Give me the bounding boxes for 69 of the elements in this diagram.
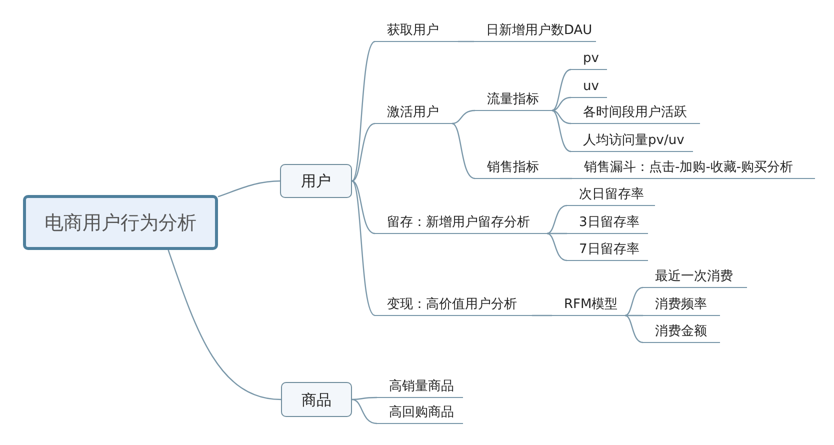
topic-text: 各时间段用户活跃 bbox=[583, 105, 687, 121]
branch-line bbox=[352, 122, 376, 182]
underlined-topic bbox=[377, 403, 463, 424]
topic-text: 最近一次消费 bbox=[655, 269, 733, 285]
topic-text: 消费金额 bbox=[655, 324, 707, 340]
topic-text: 销售漏斗：点击-加购-收藏-购买分析 bbox=[584, 160, 794, 176]
branch-line bbox=[352, 180, 376, 316]
branch-line bbox=[552, 110, 572, 124]
topic-text: 商品 bbox=[302, 390, 332, 408]
topic-text: 流量指标 bbox=[487, 92, 539, 108]
topic-box bbox=[280, 164, 352, 198]
topic-text: 电商用户行为分析 bbox=[44, 212, 196, 234]
underlined-topic bbox=[571, 103, 700, 124]
branch-line bbox=[546, 204, 568, 234]
branch-line bbox=[458, 40, 474, 42]
branch-line bbox=[552, 68, 572, 112]
topic-box bbox=[281, 382, 352, 417]
branch-line bbox=[352, 398, 378, 424]
underlined-topic bbox=[567, 240, 648, 261]
topic-text: RFM模型 bbox=[564, 297, 618, 313]
topic-text: 高回购商品 bbox=[389, 405, 454, 421]
underlined-topic bbox=[474, 21, 596, 42]
branch-line bbox=[547, 232, 567, 234]
topic-text: 消费频率 bbox=[655, 297, 707, 313]
topic-text: 高销量商品 bbox=[389, 379, 454, 395]
branch-line bbox=[624, 286, 644, 316]
branch-line bbox=[560, 178, 572, 180]
topic-text: 激活用户 bbox=[387, 105, 439, 121]
topic-text: 获取用户 bbox=[387, 23, 439, 39]
underlined-topic bbox=[377, 377, 463, 398]
topic-text: 变现：高价值用户分析 bbox=[387, 297, 517, 313]
underlined-topic bbox=[475, 90, 552, 111]
topic-text: 用户 bbox=[301, 172, 331, 190]
central-topic-box bbox=[23, 195, 218, 250]
underlined-topic bbox=[643, 322, 720, 343]
branch-line bbox=[625, 314, 643, 316]
underlined-topic bbox=[643, 295, 720, 316]
branch-line bbox=[352, 396, 377, 400]
underlined-topic bbox=[552, 295, 625, 316]
branch-line bbox=[546, 232, 568, 262]
topic-text: 日新增用户数DAU bbox=[486, 23, 592, 39]
underlined-topic bbox=[567, 185, 655, 206]
branch-line bbox=[552, 96, 572, 112]
underlined-topic bbox=[375, 213, 547, 234]
branch-line bbox=[352, 180, 376, 234]
topic-text: pv bbox=[583, 51, 599, 67]
underlined-topic bbox=[643, 267, 747, 288]
topic-text: 留存：新增用户留存分析 bbox=[387, 215, 530, 231]
topic-text: uv bbox=[583, 79, 599, 95]
underlined-topic bbox=[571, 131, 693, 152]
branch-line bbox=[352, 41, 376, 182]
underlined-topic bbox=[572, 158, 815, 179]
topic-text: 7日留存率 bbox=[579, 242, 640, 258]
underlined-topic bbox=[475, 158, 560, 179]
branch-line bbox=[532, 314, 552, 316]
branch-line bbox=[624, 314, 644, 344]
underlined-topic bbox=[375, 103, 452, 124]
topic-text: 人均访问量pv/uv bbox=[583, 133, 684, 149]
topic-text: 次日留存率 bbox=[579, 187, 644, 203]
underlined-topic bbox=[567, 213, 648, 234]
topic-text: 销售指标 bbox=[487, 160, 539, 176]
topic-text: 3日留存率 bbox=[579, 215, 640, 231]
branch-line bbox=[168, 250, 282, 400]
underlined-topic bbox=[375, 295, 532, 316]
branch-line bbox=[452, 110, 476, 124]
branch-line bbox=[218, 180, 280, 198]
underlined-topic bbox=[375, 21, 458, 42]
branch-line bbox=[452, 122, 476, 180]
branch-line bbox=[552, 110, 572, 152]
